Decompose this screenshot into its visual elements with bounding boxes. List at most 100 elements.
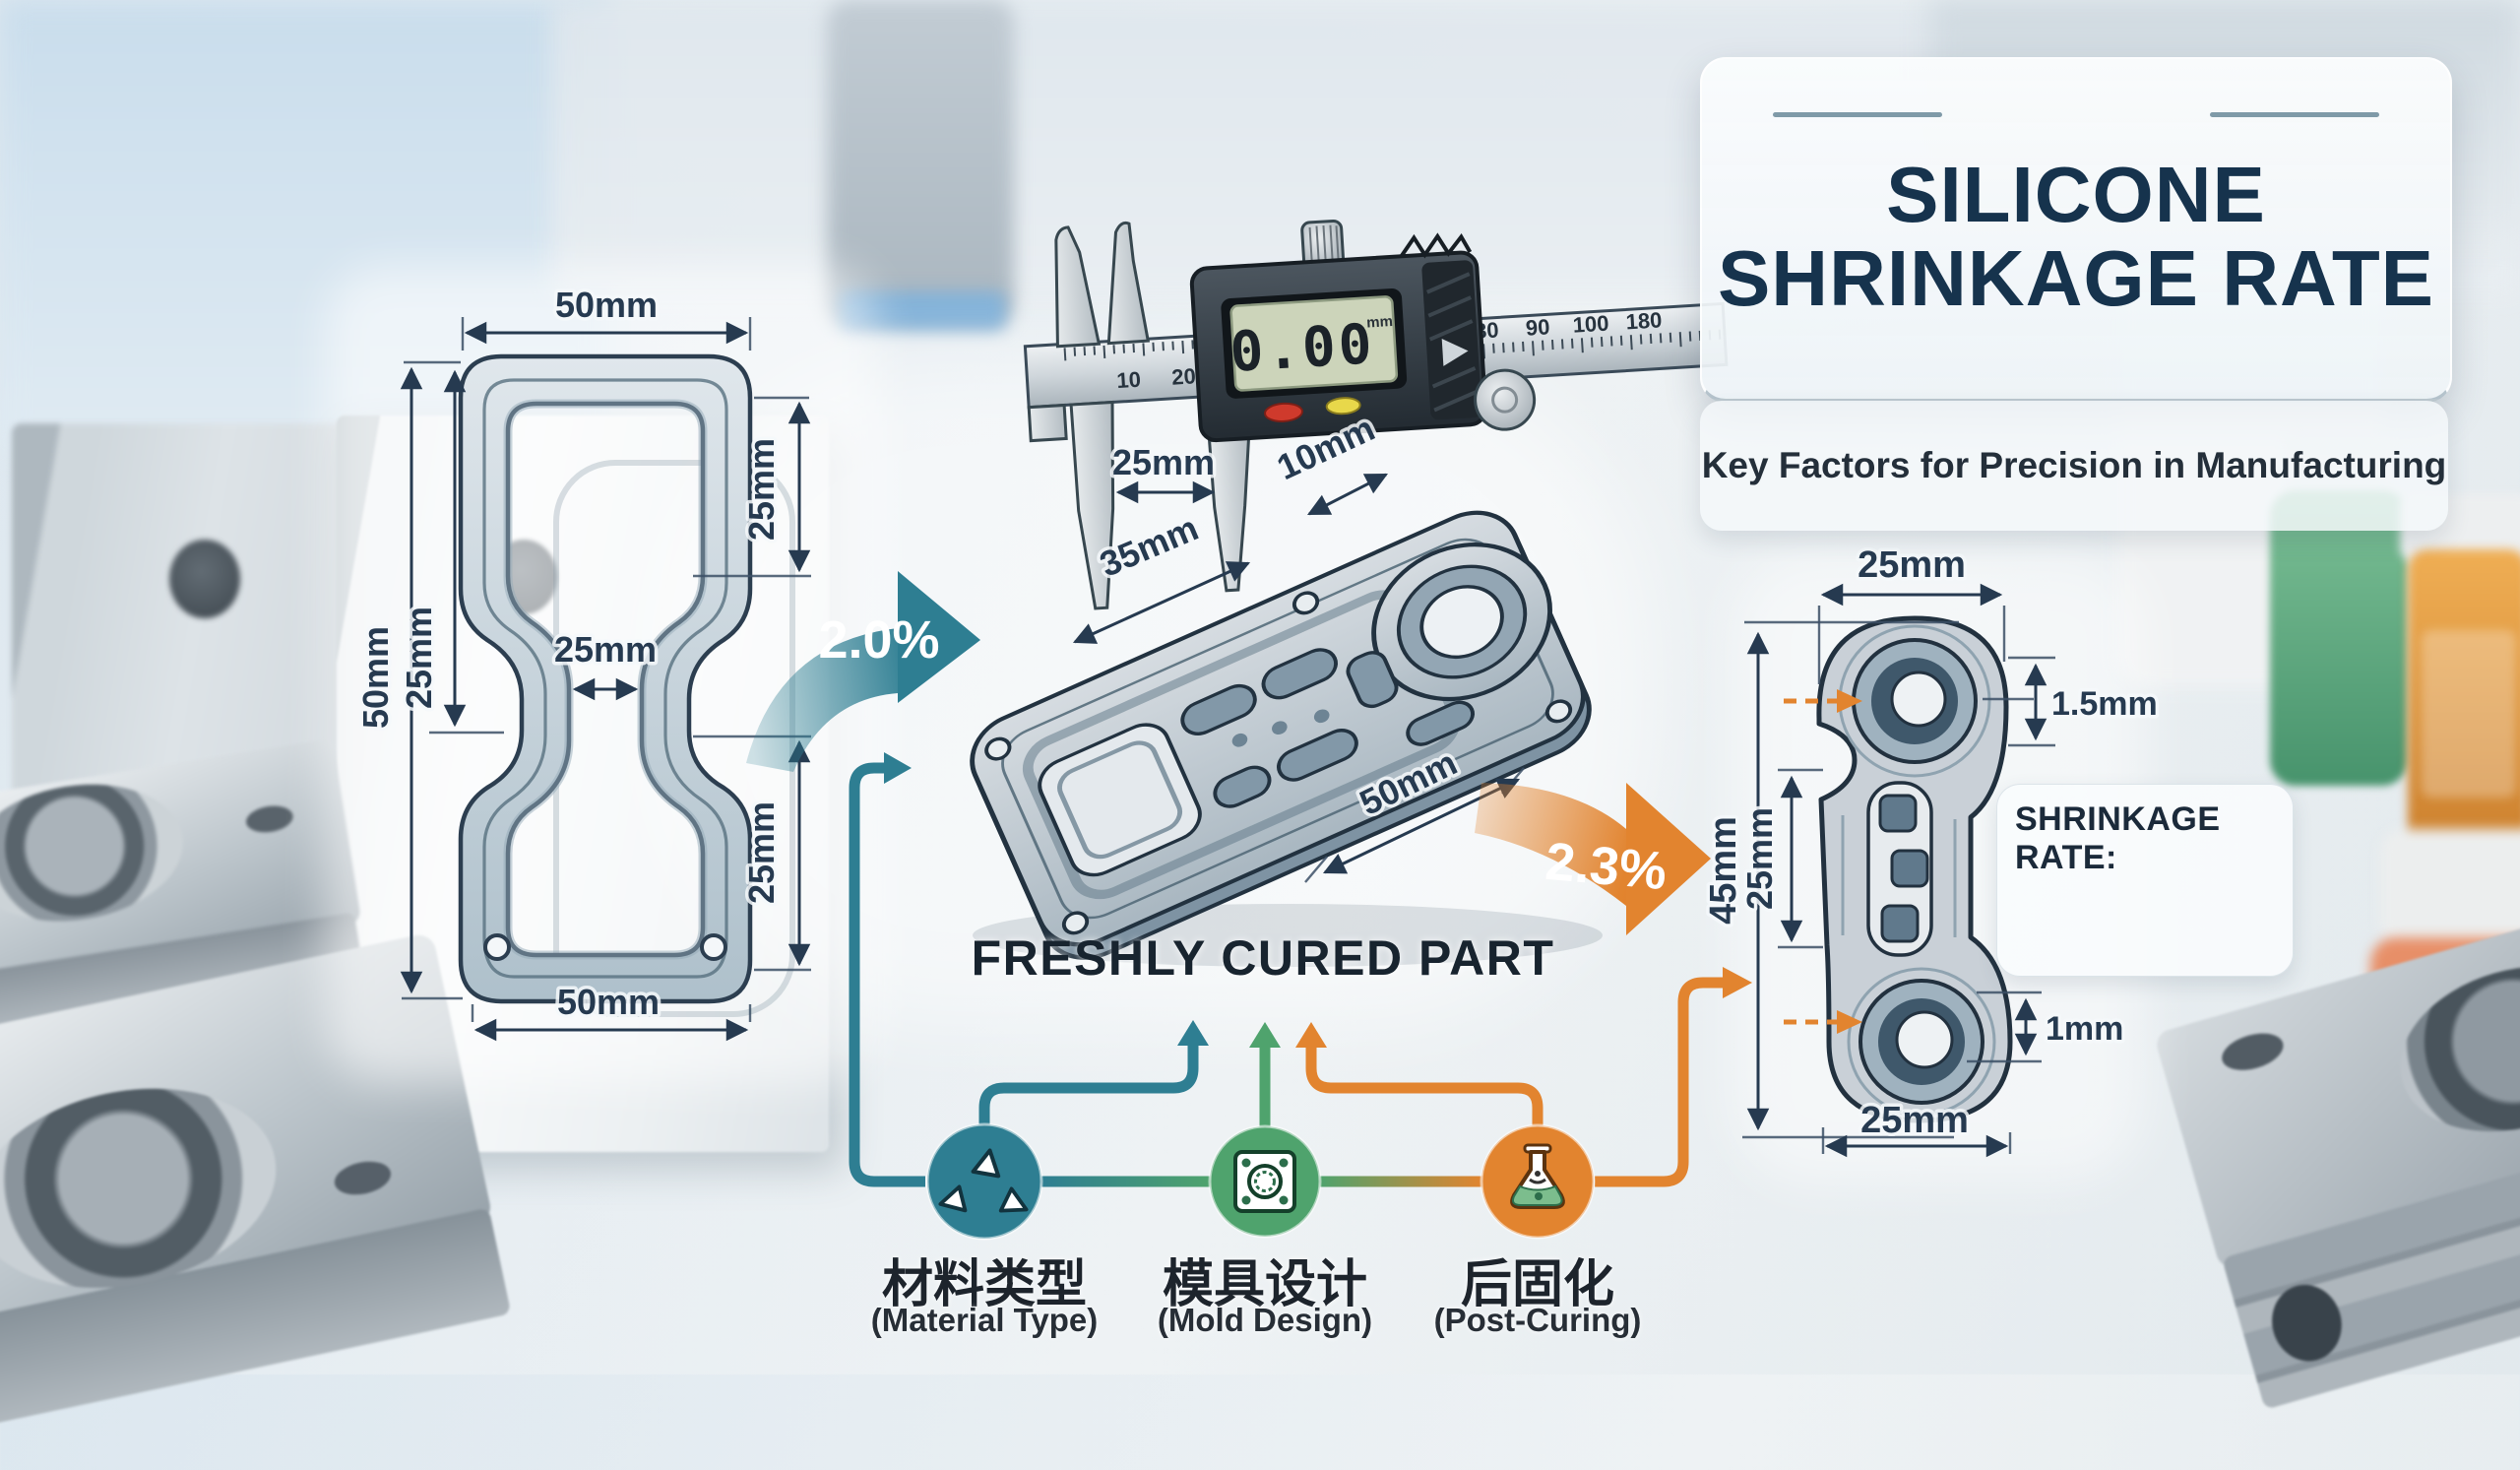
cavity-inner-line [1057,740,1183,860]
dim-label: 1.5mm [2051,685,2158,723]
lcd-value: 0.00 [1228,312,1377,385]
page-title: SILICONE SHRINKAGE RATE [1702,151,2450,322]
gasket-groove-line [482,378,728,979]
decorative-line [1773,112,1942,117]
caliper-upper-jaw [1106,221,1151,346]
teal-loop-arrowhead [884,752,912,784]
shrunk-part-drawing: 25mm 45mm 25mm 1.5mm 1mm 25mm [1700,542,2161,1158]
orange-right-connector [1595,977,1723,1187]
arrow-head [898,571,980,703]
dim-label: 1mm [2046,1010,2123,1048]
dim-label: 50mm [355,626,396,729]
reference-lines [1778,768,1823,949]
factor-post-curing [1480,1123,1596,1240]
teal-up-connector [978,1046,1199,1124]
factor-label-mold-en: (Mold Design) [1157,1302,1373,1338]
shrink-arrow-mold-to-part: 2.0% [746,571,980,772]
digital-caliper: 10 20 80 90 100 180 0.00 mm [1023,219,1729,610]
title-line-1: SILICONE [1886,151,2266,238]
amber-jar [2408,549,2520,880]
material-triangles-icon [938,1148,1029,1213]
scale-number: 10 [1116,367,1142,393]
page-subtitle: Key Factors for Precision in Manufacturi… [1701,445,2447,485]
scale-number: 180 [1625,307,1663,334]
teal-up-arrowhead [1177,1020,1209,1046]
lcd-screen [1229,295,1399,392]
factor-label-material-en: (Material Type) [870,1302,1099,1338]
decorative-line [2210,112,2379,117]
dim-label: 50mm [557,982,660,1022]
shrink-rate-label: 2.0% [818,610,939,670]
slot-pills [1180,648,1475,808]
title-card: SILICONE SHRINKAGE RATE [1700,57,2452,403]
waist-slots [1878,794,1929,943]
dim-label: 25mm [1860,1100,1969,1141]
reference-lines [1967,991,2042,1063]
scale-number: 100 [1572,311,1609,338]
extension-lines [1817,606,2006,684]
red-button [1264,402,1303,422]
dimension-line [1306,473,1389,516]
extension-lines [471,1004,752,1022]
thumb-wheel-hub [1491,386,1519,414]
diagram-layer: 50mm 25mm 25mm 50mm 25mm 25mm 50mm 2.0% … [352,219,2161,1241]
waist-contours [1841,815,1957,937]
green-bottle [2270,490,2408,786]
dim-label: 25mm [741,438,782,541]
subtitle-panel: Key Factors for Precision in Manufacturi… [1700,401,2448,531]
scale-ticks-left [1063,339,1204,361]
yellow-button [1325,397,1361,415]
caliper-upper-jaw [1054,225,1102,349]
boss-bore [1419,585,1504,660]
cured-part-caption: FRESHLY CURED PART [971,930,1555,986]
mold-cavity-drawing: 50mm 25mm 25mm 50mm 25mm 25mm 50mm [352,282,811,1042]
dim-label: 25mm [1858,544,1966,586]
factor-label-material-zh: 材料类型 [881,1256,1087,1313]
shrink-reference-dashed-arrows [1784,689,1862,1034]
dim-label: 25mm [1739,807,1780,910]
background-instrument [827,0,1014,325]
bolt-hole [483,933,511,961]
thumb-wheel [1474,368,1537,431]
top-lobe-bore [1890,671,1947,728]
contour-ring [1847,967,1996,1117]
extension-lines [402,360,463,1000]
extension-lines [461,317,752,351]
dim-label: 50mm [555,285,658,325]
dimension-line [1072,561,1251,644]
factor-label-postcuring-en: (Post-Curing) [1433,1302,1642,1338]
extension-lines [693,396,811,578]
orange-up-connector [1305,1048,1544,1125]
orange-right-arrowhead [1723,967,1752,998]
flask-icon [1510,1143,1565,1209]
green-up-arrowhead [1249,1022,1281,1048]
caliper-beam-step [1027,403,1068,443]
amber-jar-label [2422,630,2516,798]
orange-up-arrowhead [1295,1022,1327,1048]
housing-fins [1399,232,1473,259]
factor-label-postcuring-zh: 后固化 [1460,1256,1614,1313]
factor-connectors [849,752,1752,1187]
dim-label: 25mm [741,801,782,904]
shrink-arrow-part-to-shrunk: 2.3% [1475,783,1711,935]
factor-material-type [925,1122,1043,1241]
mold-plate-icon [1233,1150,1296,1213]
title-line-2: SHRINKAGE RATE [1717,233,2435,322]
factor-circle [925,1122,1043,1241]
corner-holes [984,591,1573,935]
factor-mold-design [1208,1124,1322,1239]
bottom-lobe-bore [1895,1010,1954,1069]
scale-number: 20 [1171,363,1197,389]
factor-label-mold-zh: 模具设计 [1162,1256,1367,1313]
dim-label: 25mm [1112,442,1215,482]
caliper-lower-jaw [1207,436,1251,593]
salmon-jar-lid [2380,829,2520,947]
mold-plate-back-hole [169,540,240,618]
freshly-cured-part [970,510,1592,960]
shrink-rate-label: 2.3% [1544,832,1670,902]
teal-loop-connector [849,762,925,1187]
shrinkage-rate-box: SHRINKAGE RATE: [1996,784,2294,977]
lcd-unit: mm [1366,313,1394,332]
knob-knurl [1308,224,1340,266]
play-marker [1441,338,1469,366]
